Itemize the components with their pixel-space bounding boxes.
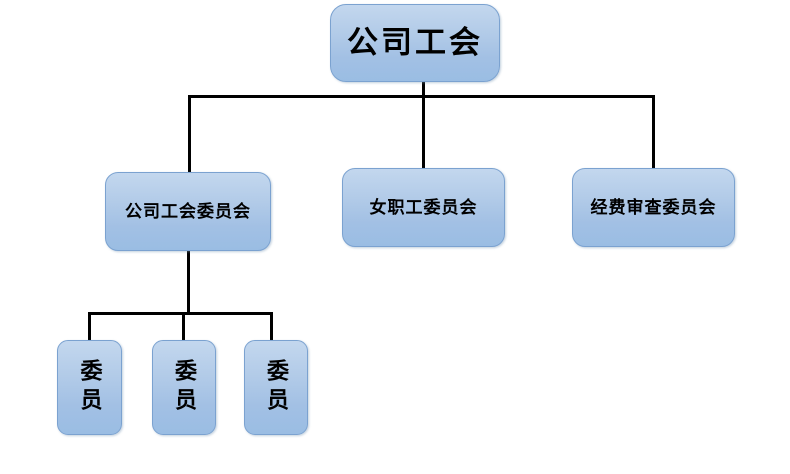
- org-node-label: 女职工委员会: [369, 197, 478, 217]
- connector-drop-to-member-2: [182, 312, 185, 341]
- org-node-root[interactable]: 公司工会: [330, 4, 500, 82]
- org-node-label: 公司工会委员会: [125, 201, 251, 221]
- org-node-member-3[interactable]: 委员: [244, 340, 308, 435]
- connector-drop-to-women: [422, 95, 425, 169]
- connector-drop-to-member-1: [88, 312, 91, 341]
- org-node-label: 委员: [172, 358, 197, 417]
- connector-drop-to-member-3: [270, 312, 273, 341]
- org-node-label: 委员: [77, 358, 103, 417]
- connector-level1-bus: [188, 95, 654, 98]
- connector-union-stem: [187, 251, 190, 314]
- org-node-women-workers-committee[interactable]: 女职工委员会: [342, 168, 505, 247]
- org-node-label: 公司工会: [347, 25, 483, 61]
- org-node-member-1[interactable]: 委员: [57, 340, 122, 435]
- org-node-label: 经费审查委员会: [590, 197, 717, 217]
- connector-drop-to-funds: [652, 95, 655, 169]
- org-node-union-committee[interactable]: 公司工会委员会: [105, 172, 271, 251]
- org-node-label: 委员: [264, 358, 289, 417]
- connector-level2-bus: [88, 312, 273, 315]
- org-node-member-2[interactable]: 委员: [152, 340, 216, 435]
- org-node-funds-audit-committee[interactable]: 经费审查委员会: [572, 168, 735, 247]
- connector-drop-to-union: [188, 95, 191, 173]
- connector-root-stem: [422, 82, 425, 97]
